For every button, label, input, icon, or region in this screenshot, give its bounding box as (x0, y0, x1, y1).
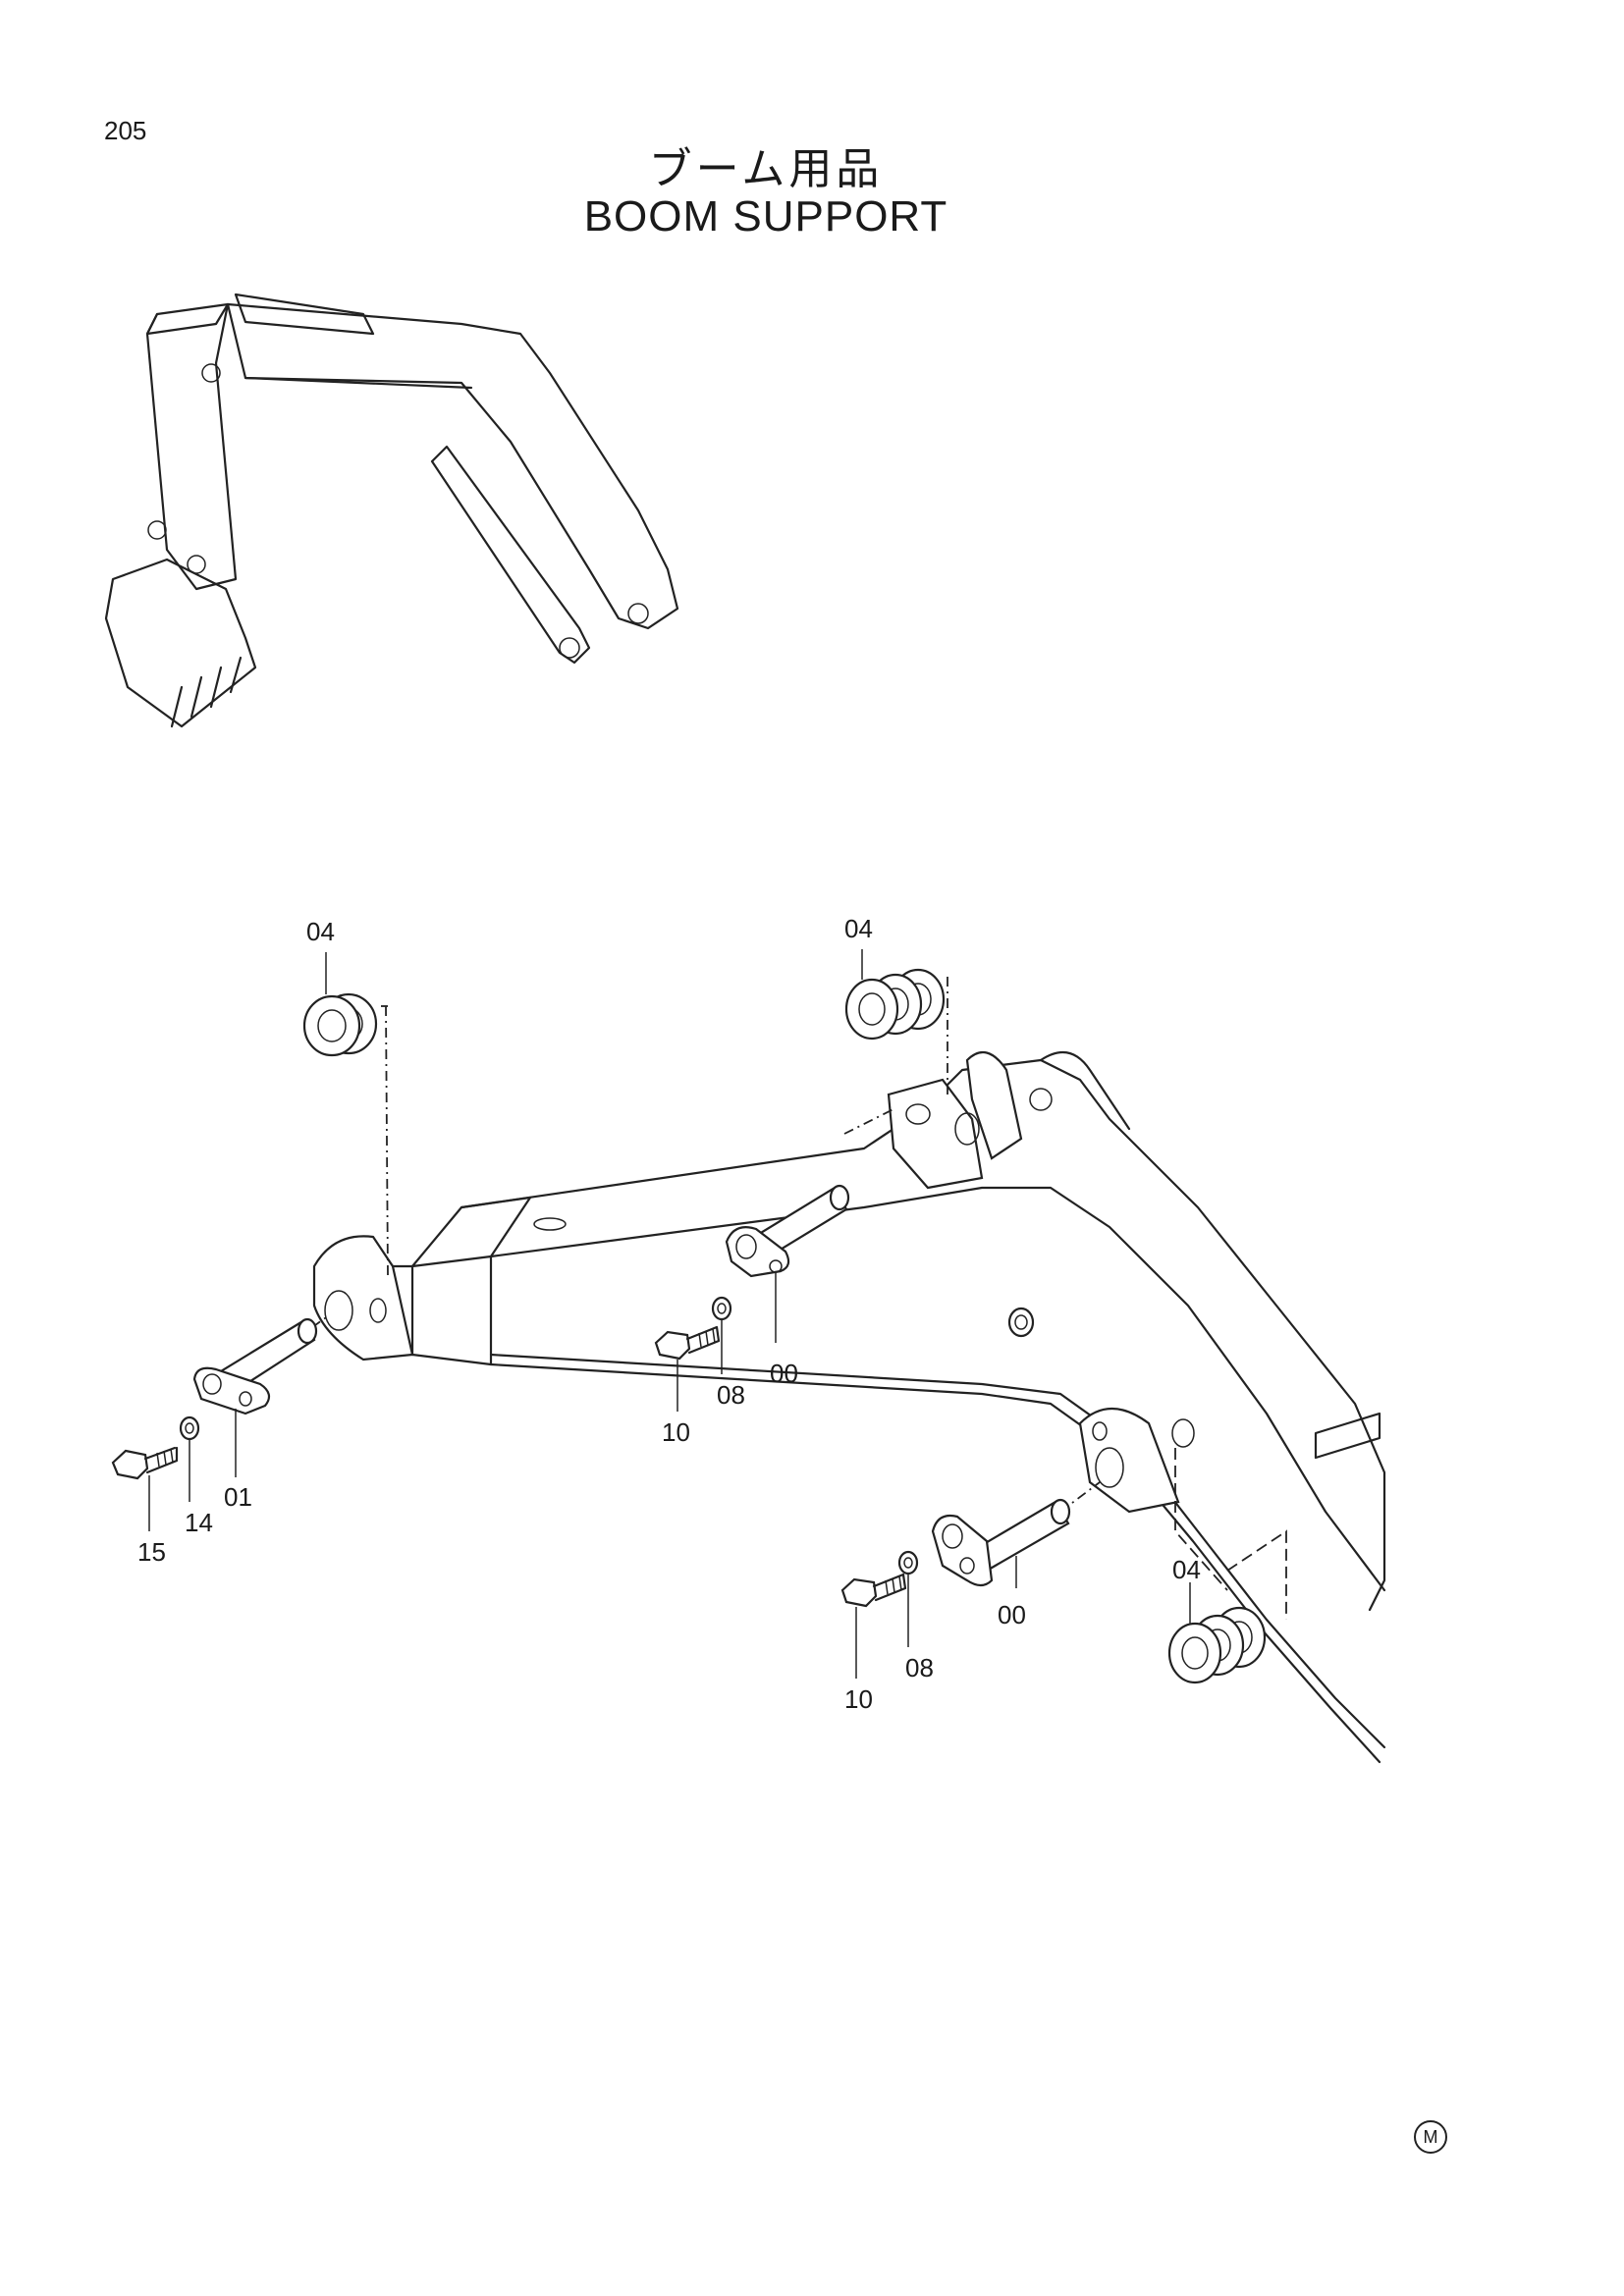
overview-arm-pin (201, 363, 221, 383)
washer-04-top-right (844, 968, 946, 1041)
overview-arm-cylinder (234, 293, 375, 336)
boom-lower-bracket-hole-small (1092, 1421, 1108, 1441)
callout-pin-upper: 00 (770, 1359, 798, 1388)
pin-00-upper (725, 1184, 850, 1278)
overview-bucket-teeth (170, 656, 243, 728)
callout-bolt-left: 15 (137, 1537, 166, 1567)
boom-top-boss (965, 1050, 1023, 1160)
washer-08-upper (711, 1296, 732, 1321)
leader-lines (148, 949, 1191, 1679)
assembly-line-top-left-washer (385, 1005, 389, 1277)
overview-link-pin (147, 520, 167, 540)
overview-boom-foot-pin (627, 603, 649, 624)
overview-boom-lower-edge (244, 376, 473, 390)
overview-arm-top (145, 302, 230, 336)
assembly-lines (294, 977, 1287, 1620)
callout-washer-small-upper: 08 (717, 1380, 745, 1410)
washer-08-lower (897, 1550, 919, 1575)
corner-mark-badge: M (1414, 2120, 1447, 2154)
overview-arm (145, 302, 238, 591)
page-number: 205 (104, 116, 147, 145)
washer-04-top-left (302, 992, 378, 1057)
boom-foot-hole-left-inner (369, 1298, 387, 1323)
boom-end-face (410, 1255, 493, 1366)
washer-14-left (179, 1415, 200, 1441)
washer-04-bottom-right (1167, 1606, 1267, 1684)
bracket-hole-right (954, 1112, 980, 1146)
bracket-hole-left (905, 1103, 931, 1125)
overview-boom-cylinder (430, 445, 591, 665)
boom-lower-bracket-hole (1095, 1447, 1124, 1488)
boom-upper-inner-edge (489, 1186, 1386, 1592)
boom-top-edge (410, 1058, 1386, 1612)
title-japanese: ブーム用品 (648, 144, 884, 194)
boom-foot-hole-left (324, 1290, 353, 1331)
bolt-10-upper (654, 1325, 721, 1361)
callout-pin-left: 01 (224, 1482, 252, 1512)
boom-end-top-chamfer (460, 1196, 532, 1258)
callout-pin-lower: 00 (998, 1600, 1026, 1629)
overview-boom (226, 302, 679, 630)
assembly-line-upper-pin (843, 1108, 894, 1135)
boom-lower-hole-dashed (1171, 1418, 1195, 1448)
pin-00-lower (931, 1498, 1071, 1587)
assembly-line-lower-washer (1174, 1448, 1228, 1591)
overview-bucket-pin (187, 555, 206, 574)
boom-top-bracket-hole-1 (1029, 1088, 1053, 1111)
boom-top-mark (533, 1217, 567, 1231)
callout-washer-bottom-right: 04 (1172, 1555, 1201, 1584)
boom-body-drawing (312, 1050, 1386, 1764)
callout-washer-small-lower: 08 (905, 1653, 934, 1682)
bolt-15-left (111, 1446, 179, 1480)
boom-side-plate (1314, 1412, 1381, 1460)
callout-labels: 04 04 04 01 00 00 15 14 10 08 10 08 (137, 914, 1201, 1714)
callout-washer-small-left: 14 (185, 1508, 213, 1537)
overview-cylinder-eye (559, 637, 580, 659)
boom-arm-cylinder-bracket (887, 1078, 984, 1190)
callout-washer-top-left: 04 (306, 917, 335, 946)
callout-bolt-upper: 10 (662, 1417, 690, 1447)
overview-bucket (104, 558, 257, 728)
boom-top-bracket-right (1039, 1050, 1131, 1131)
callout-washer-top-right: 04 (844, 914, 873, 943)
boom-lower-edge-double (489, 1362, 1381, 1764)
callout-bolt-lower: 10 (844, 1684, 873, 1714)
overview-excavator-drawing (104, 293, 679, 728)
assembly-line-lower-washer-2 (1226, 1529, 1287, 1620)
boom-center-boss-hole (1014, 1314, 1028, 1330)
title-english: BOOM SUPPORT (583, 192, 948, 240)
pin-01-left (192, 1317, 318, 1415)
bolt-10-lower (840, 1573, 907, 1608)
boom-center-boss (1007, 1307, 1035, 1338)
